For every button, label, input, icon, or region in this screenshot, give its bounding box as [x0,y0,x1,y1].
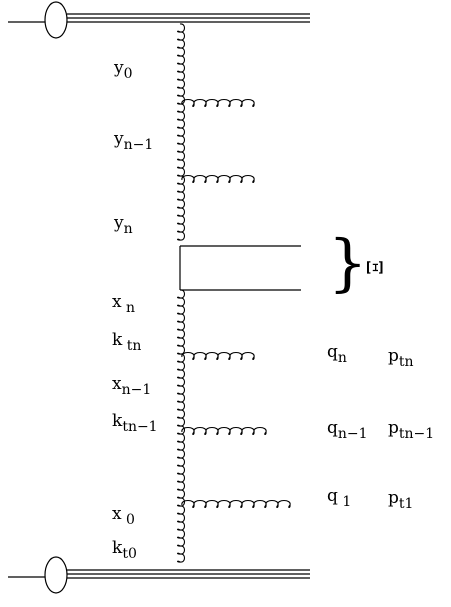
label-x-n-1: xn−1 [112,374,152,398]
label-p-t1: pt1 [388,488,414,512]
bottom-proton-blob [44,556,68,594]
top-proton-lines [8,13,310,23]
label-q-n-1: qn−1 [327,418,368,442]
rung-gluon-q-1 [181,499,291,509]
label-y-n-1: yn−1 [114,129,154,153]
vertical-gluon-upper [176,23,186,241]
bottom-proton-lines [8,569,310,579]
label-x-n: x n [112,292,136,316]
central-quark-box [179,245,301,291]
label-k-tn-1: ktn−1 [112,411,158,435]
label-q-n: qn [327,342,347,366]
label-p-tn: ptn [388,346,414,370]
label-k-t0: kt0 [112,538,137,562]
label-p-tn-1: ptn−1 [388,418,435,442]
label-x-0: x 0 [112,504,135,528]
top-proton-blob [44,1,68,39]
label-y-n: yn [114,213,133,237]
label-k-tn: k tn [112,330,142,354]
label-y-0: y0 [114,58,133,82]
right-brace: } [328,226,368,299]
rung-gluon-y-n-1 [181,98,255,108]
vertical-gluon-lower [176,289,186,563]
label-q-1: q 1 [327,486,352,510]
rung-gluon-y-n [181,174,255,184]
rung-gluon-q-n-1 [181,426,267,436]
rung-gluon-q-n [181,351,255,361]
xi-symbol: Ξ [361,260,386,275]
